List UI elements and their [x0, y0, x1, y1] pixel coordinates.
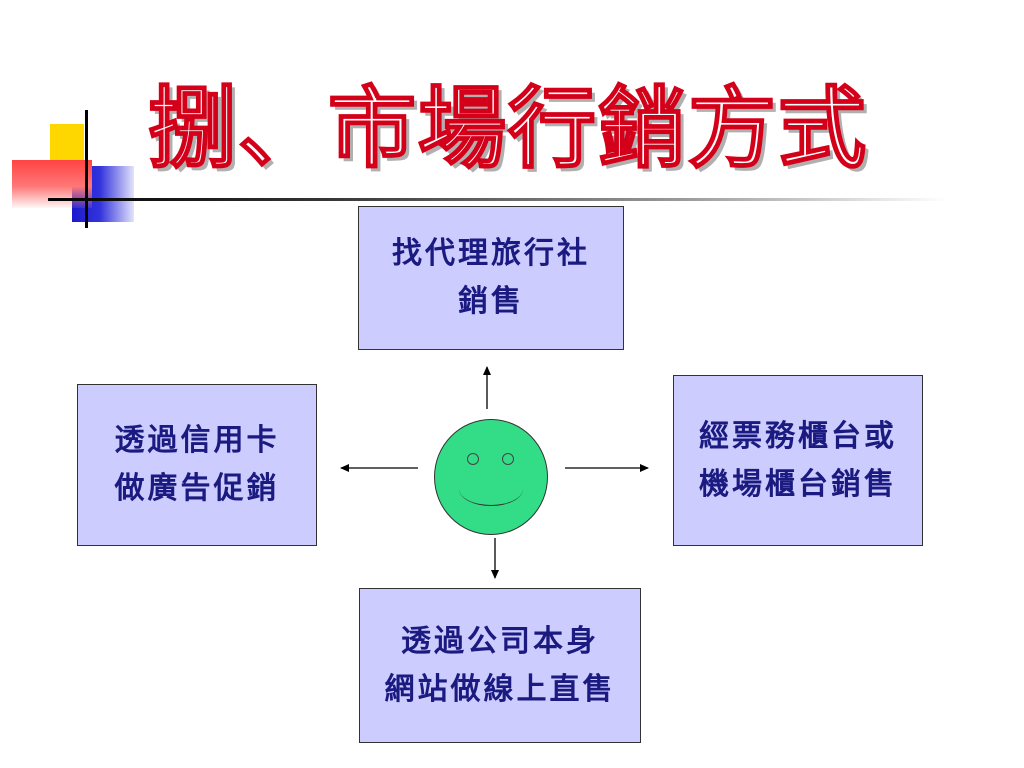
box-company-website-line1: 透過公司本身	[401, 623, 599, 659]
box-ticket-counter-text: 經票務櫃台或 機場櫃台銷售	[699, 413, 897, 509]
box-credit-card: 透過信用卡 做廣告促銷	[77, 384, 317, 546]
box-ticket-counter: 經票務櫃台或 機場櫃台銷售	[673, 375, 923, 546]
box-travel-agency-line1: 找代理旅行社	[392, 236, 590, 271]
slide-title: 捌、市場行銷方式	[147, 76, 869, 181]
box-credit-card-text: 透過信用卡 做廣告促銷	[115, 417, 280, 513]
box-credit-card-line2: 做廣告促銷	[114, 471, 280, 506]
right-eye	[502, 453, 514, 465]
box-company-website-text: 透過公司本身 網站做線上直售	[385, 618, 616, 714]
title-underline	[48, 198, 948, 201]
logo-yellow-square	[50, 124, 84, 166]
box-travel-agency-line2: 銷售	[458, 284, 524, 319]
box-travel-agency: 找代理旅行社 銷售	[358, 206, 624, 350]
box-credit-card-line1: 透過信用卡	[114, 423, 280, 458]
smile-mouth	[459, 472, 523, 506]
box-ticket-counter-line2: 機場櫃台銷售	[699, 466, 897, 502]
smiley-face-icon	[434, 419, 548, 535]
logo-vertical-line	[85, 110, 88, 228]
box-travel-agency-text: 找代理旅行社 銷售	[392, 230, 590, 326]
box-ticket-counter-line1: 經票務櫃台或	[699, 418, 897, 454]
box-company-website-line2: 網站做線上直售	[384, 671, 616, 707]
left-eye	[467, 453, 479, 465]
box-company-website: 透過公司本身 網站做線上直售	[359, 588, 641, 743]
